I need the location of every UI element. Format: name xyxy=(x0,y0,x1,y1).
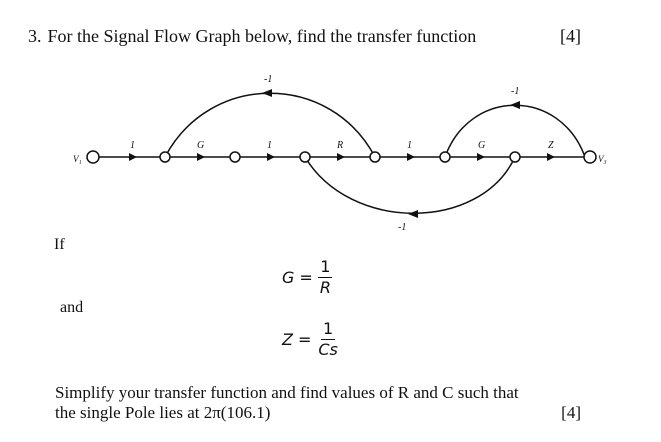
branch-gain-label: 1 xyxy=(407,140,412,151)
node-3 xyxy=(229,151,241,163)
branch-gain-label: G xyxy=(478,140,485,151)
z-denominator: Cs xyxy=(318,339,338,359)
if-label: If xyxy=(54,236,65,253)
node-4 xyxy=(299,151,311,163)
feedback-loop-right xyxy=(444,104,586,158)
node-6 xyxy=(439,151,451,163)
forward-arrow-6 xyxy=(477,153,485,161)
feedback-arrow-bottom xyxy=(408,210,418,218)
node-input xyxy=(86,150,100,164)
feedback-arrow-right xyxy=(510,101,520,109)
branch-gain-label: G xyxy=(197,140,204,151)
feedback-bottom-label: -1 xyxy=(398,222,406,233)
instruction-line-1: Simplify your transfer function and find… xyxy=(55,383,519,402)
z-variable: Z xyxy=(282,329,293,349)
g-fraction: 1 R xyxy=(318,258,333,296)
g-denominator: R xyxy=(319,277,331,297)
branch-gain-label: 1 xyxy=(267,140,272,151)
and-label: and xyxy=(60,299,84,316)
feedback-left-label: -1 xyxy=(264,74,272,85)
forward-arrow-2 xyxy=(197,153,205,161)
branch-gain-label: R xyxy=(336,140,343,151)
forward-arrow-5 xyxy=(407,153,415,161)
branch-gain-label: Z xyxy=(548,140,554,151)
question-text: For the Signal Flow Graph below, find th… xyxy=(47,26,477,46)
g-numerator: 1 xyxy=(318,257,333,278)
node-7 xyxy=(509,151,521,163)
z-equals-sign: = xyxy=(297,329,312,349)
forward-arrow-1 xyxy=(129,153,137,161)
instruction-text: Simplify your transfer function and find… xyxy=(55,383,519,423)
input-label: V₁ xyxy=(73,154,82,164)
question-number: 3. xyxy=(28,26,42,46)
node-output xyxy=(583,150,597,164)
z-numerator: 1 xyxy=(321,319,336,340)
output-label: V₃ xyxy=(598,154,607,164)
node-2 xyxy=(159,151,171,163)
instruction-line-2: the single Pole lies at 2π(106.1) xyxy=(55,403,271,422)
g-equation: G = 1 R xyxy=(282,258,333,296)
signal-flow-graph: V₁ V₃ 1 G 1 R 1 G Z -1 -1 -1 xyxy=(73,74,607,233)
question-heading: 3.For the Signal Flow Graph below, find … xyxy=(28,26,476,47)
g-variable: G xyxy=(282,267,295,287)
node-5 xyxy=(369,151,381,163)
question-marks: [4] xyxy=(560,26,581,46)
forward-arrow-3 xyxy=(267,153,275,161)
feedback-loop-bottom xyxy=(304,156,516,214)
forward-arrow-4 xyxy=(337,153,345,161)
z-equation: Z = 1 Cs xyxy=(282,320,340,358)
g-equals-sign: = xyxy=(299,267,313,287)
branch-gain-label: 1 xyxy=(130,140,135,151)
feedback-right-label: -1 xyxy=(511,86,519,97)
instruction-marks: [4] xyxy=(561,403,581,422)
forward-arrow-7 xyxy=(547,153,555,161)
feedback-arrow-left xyxy=(262,89,272,97)
z-fraction: 1 Cs xyxy=(316,320,340,358)
